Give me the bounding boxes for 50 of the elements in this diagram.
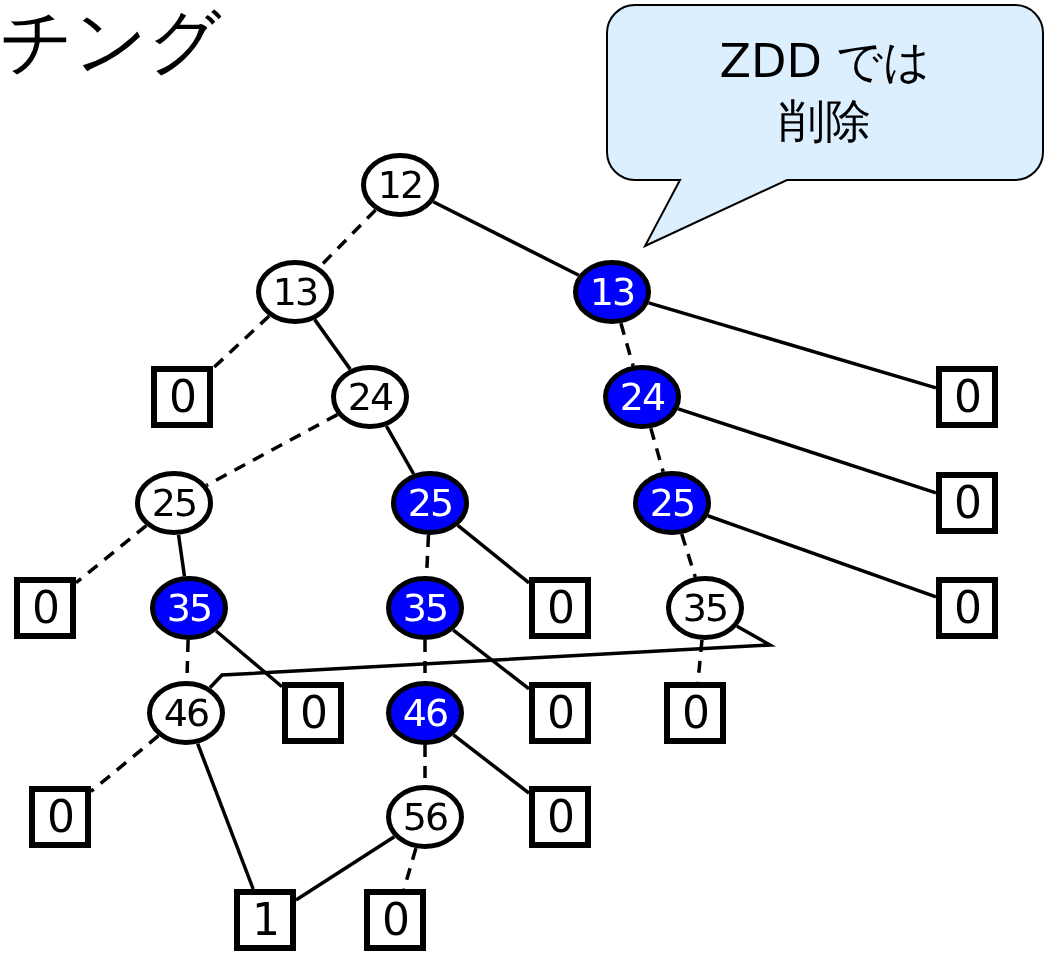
- terminal-value: 0: [47, 795, 73, 839]
- terminal-value: 0: [169, 375, 195, 419]
- terminal-value: 0: [382, 898, 408, 942]
- node-label: 13: [589, 273, 635, 311]
- node-label: 35: [402, 589, 448, 627]
- dashed-line: [74, 524, 148, 585]
- dashed-line: [619, 322, 635, 367]
- terminal-value: 0: [682, 691, 708, 735]
- node-label: 13: [272, 273, 318, 311]
- dashed-line: [89, 734, 160, 793]
- solid-line: [432, 200, 580, 277]
- solid-line: [707, 514, 937, 599]
- terminal-value: 0: [547, 691, 573, 735]
- node-label: 12: [377, 166, 423, 204]
- node-label: 56: [402, 798, 448, 836]
- node-label: 46: [163, 694, 209, 732]
- terminal-value: 0: [954, 375, 980, 419]
- dashed-line: [205, 413, 339, 487]
- callout-text: ZDD では削除: [718, 32, 932, 150]
- dashed-line: [402, 847, 418, 890]
- solid-line: [176, 534, 187, 577]
- solid-line: [648, 301, 937, 390]
- terminal-value: 0: [32, 586, 58, 630]
- solid-line: [456, 524, 531, 585]
- solid-line: [208, 624, 777, 689]
- node-label: 24: [347, 378, 393, 416]
- dashed-line: [211, 314, 271, 370]
- terminal-value: 0: [547, 586, 573, 630]
- node-label: 24: [619, 378, 665, 416]
- solid-line: [384, 425, 416, 475]
- terminal-value: 0: [547, 795, 573, 839]
- dashed-line: [680, 533, 697, 578]
- terminal-value: 0: [954, 481, 980, 525]
- node-label: 35: [682, 589, 728, 627]
- node-label: 46: [402, 694, 448, 732]
- node-label: 25: [407, 484, 453, 522]
- solid-line: [452, 628, 531, 691]
- solid-line: [196, 742, 255, 890]
- node-label: 35: [166, 589, 212, 627]
- solid-line: [215, 629, 284, 689]
- terminal-value: 0: [300, 691, 326, 735]
- title: チング: [0, 2, 222, 82]
- node-label: 25: [649, 484, 695, 522]
- solid-line: [677, 407, 937, 495]
- solid-line: [313, 318, 352, 371]
- solid-line: [452, 733, 531, 795]
- terminal-value: 1: [252, 898, 278, 942]
- dashed-line: [649, 427, 665, 473]
- terminal-value: 0: [954, 586, 980, 630]
- node-label: 25: [151, 484, 197, 522]
